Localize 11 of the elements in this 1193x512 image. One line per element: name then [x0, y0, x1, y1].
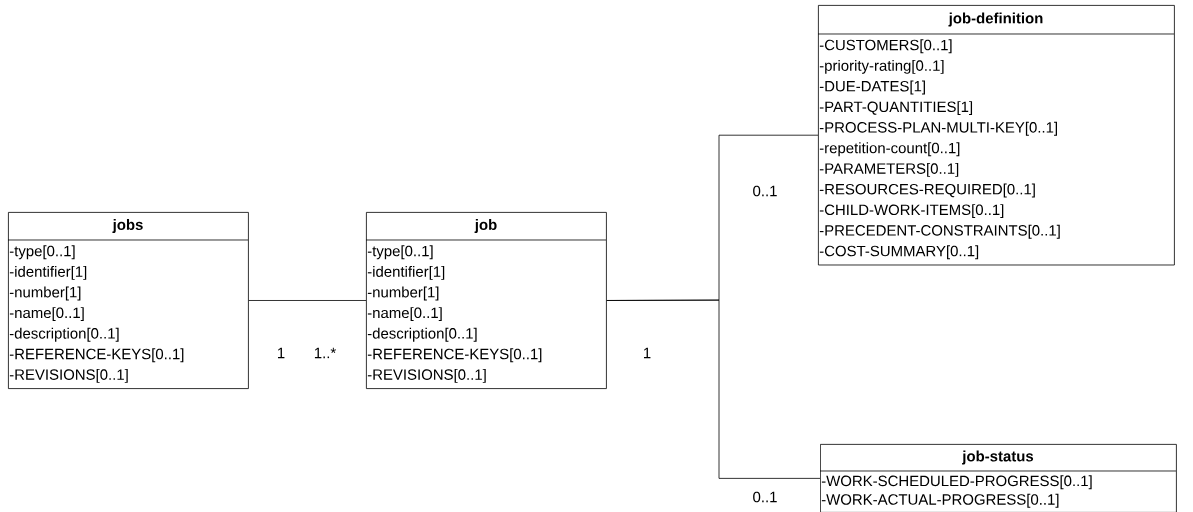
class-box: job-definition -CUSTOMERS[0..1] -priority-rating[0..1] -DUE-DATES[1] -PART-QUANTITIES[1] -PROCESS-PLAN-MULTI-KEY[0..1] -repetition-count[0..1] -PARAMETERS[0..1] -RESOURCES-REQUIRED[0..1] -CHILD-WORK-ITEMS[0..1] -PRECEDENT-CONSTRAINTS[0..1] -COST-SUMMARY[0..1] — [817, 5, 1175, 266]
multiplicity-label: 1..* — [314, 347, 336, 359]
class-box: job -type[0..1] -identifier[1] -number[1] -name[0..1] -description[0..1] -REFERENCE-KEYS[0..1] -REVISIONS[0..1] — [365, 212, 607, 389]
multiplicity-label: 0..1 — [753, 491, 777, 503]
class-box: job-status -WORK-SCHEDULED-PROGRESS[0..1] -WORK-ACTUAL-PROGRESS[0..1] — [819, 444, 1177, 512]
multiplicity-label: 1 — [644, 347, 651, 359]
association-line — [606, 299, 821, 479]
multiplicity-label: 1 — [278, 347, 285, 359]
multiplicity-label: 0..1 — [753, 185, 777, 197]
class-box: jobs -type[0..1] -identifier[1] -number[1] -name[0..1] -description[0..1] -REFERENCE-KEYS[0..1] -REVISIONS[0..1] — [7, 212, 249, 389]
association-line — [248, 300, 367, 301]
